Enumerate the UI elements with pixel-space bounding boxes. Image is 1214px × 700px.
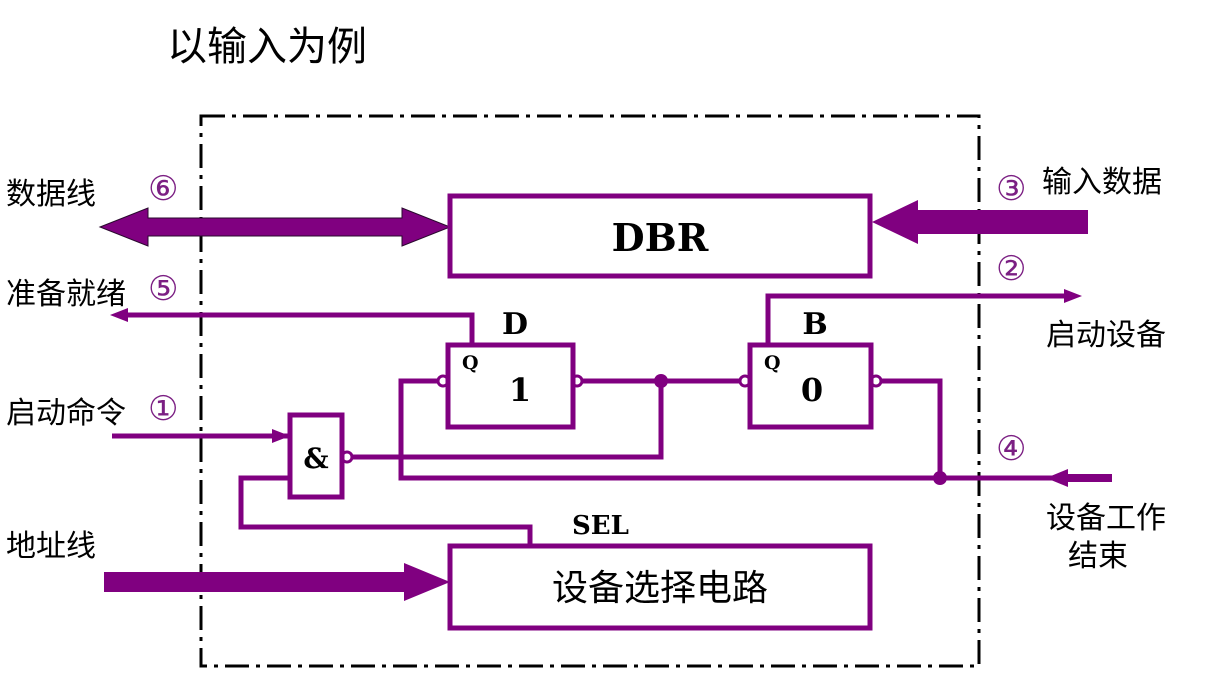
- d-flipflop: [445, 342, 576, 430]
- work-done-wire: [398, 378, 1065, 481]
- interface-boundary: [199, 114, 981, 668]
- selector-block: [447, 543, 873, 631]
- b-flipflop: [747, 342, 874, 430]
- junction-dot: [933, 471, 947, 485]
- work-done-label-line1: 设备工作: [1046, 501, 1166, 536]
- address-line-bus: [104, 563, 450, 601]
- dbr-label: DBR: [612, 215, 709, 260]
- page-title: 以输入为例: [167, 24, 367, 70]
- sel-label: SEL: [572, 511, 629, 541]
- dbr-block: [447, 193, 873, 279]
- work-done-label-line2: 结束: [1068, 539, 1128, 574]
- b-flipflop-q: Q: [764, 352, 781, 374]
- b-flipflop-value: 0: [801, 371, 823, 409]
- work-done-number: ④: [996, 429, 1026, 469]
- and-gate-symbol: &: [303, 442, 328, 475]
- data-line-label: 数据线: [6, 177, 96, 212]
- d-flipflop-value: 1: [509, 371, 531, 409]
- d-flipflop-q: Q: [462, 352, 479, 374]
- junction-dot: [654, 374, 668, 388]
- ready-label: 准备就绪: [6, 277, 126, 312]
- start-device-wire: [765, 293, 1068, 345]
- ready-arrow: [110, 308, 128, 322]
- input-data-label: 输入数据: [1042, 165, 1162, 200]
- and-gate: [287, 412, 345, 500]
- ready-number: ⑤: [148, 269, 178, 309]
- start-cmd-arrow: [272, 429, 290, 443]
- and-feedback-wire: [352, 381, 664, 460]
- start-cmd-label: 启动命令: [6, 396, 126, 431]
- work-done-arrow: [1046, 469, 1068, 487]
- address-line-label: 地址线: [6, 529, 96, 564]
- ready-wire: [124, 312, 475, 345]
- sel-wire: [238, 475, 533, 546]
- wires: [112, 293, 1068, 546]
- data-line-bus: [98, 207, 452, 247]
- data-line-number: ⑥: [148, 169, 178, 209]
- b-output-wire: [881, 378, 943, 478]
- input-data-number: ③: [996, 169, 1026, 209]
- input-data-bus: [872, 200, 1088, 244]
- start-device-number: ②: [996, 249, 1026, 289]
- start-cmd-number: ①: [148, 389, 178, 429]
- d-flipflop-name: D: [502, 307, 528, 342]
- b-flipflop-name: B: [802, 307, 827, 342]
- selector-label: 设备选择电路: [552, 568, 768, 609]
- start-device-arrow: [1064, 289, 1082, 303]
- start-device-label: 启动设备: [1046, 318, 1166, 353]
